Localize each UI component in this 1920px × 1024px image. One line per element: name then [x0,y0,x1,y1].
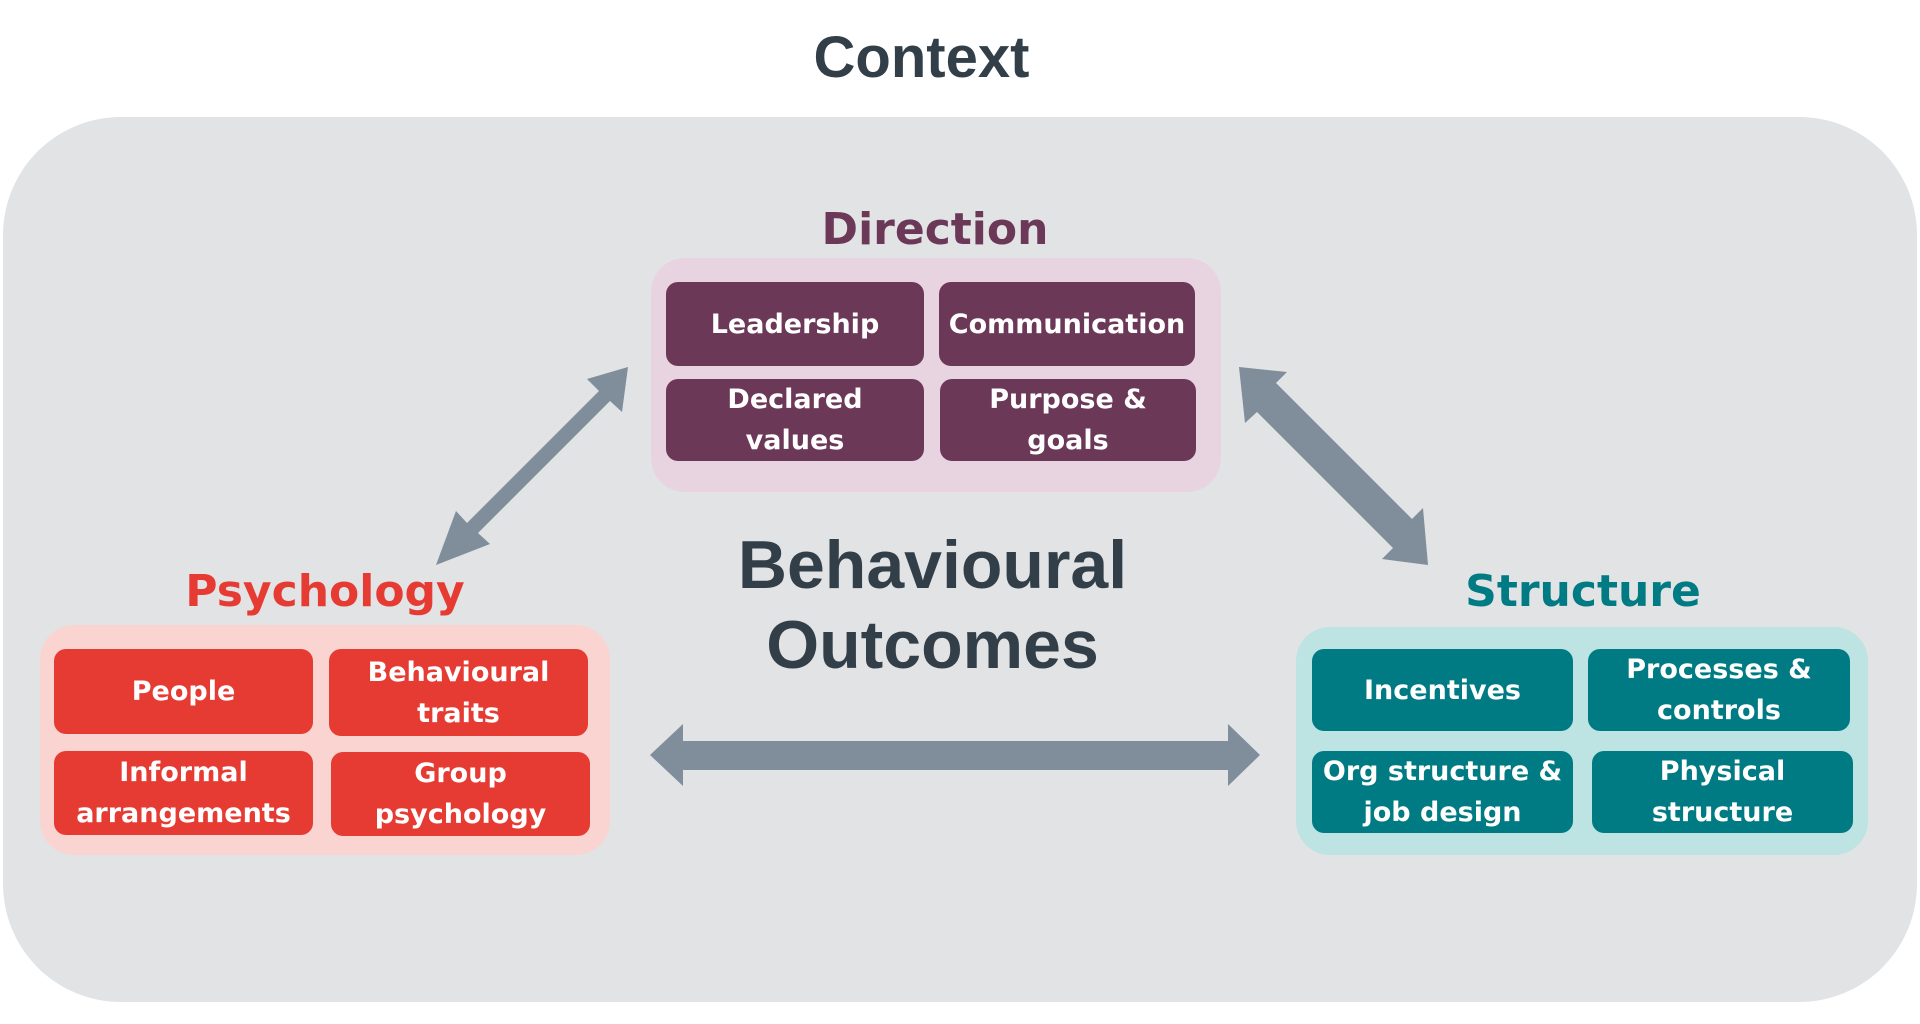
psychology-label: Psychology [185,566,465,617]
psychology-item-informal-arrangements: Informal arrangements [54,751,313,835]
outcomes-line-1: Behavioural [737,527,1128,603]
behavioural-outcomes-title: Behavioural Outcomes [680,525,1185,685]
outcomes-line-2: Outcomes [766,607,1099,683]
arrow-direction-psychology [436,367,628,565]
direction-label: Direction [821,204,1049,255]
structure-item-incentives: Incentives [1312,649,1573,731]
structure-label: Structure [1465,566,1701,617]
structure-item-physical-structure: Physical structure [1592,751,1853,833]
arrow-psychology-structure [650,724,1260,786]
arrow-direction-structure [1239,367,1428,565]
psychology-item-group-psychology: Group psychology [331,752,590,836]
psychology-item-people: People [54,649,313,734]
psychology-item-behavioural-traits: Behavioural traits [329,649,588,736]
direction-item-declared-values: Declared values [666,379,924,461]
structure-item-processes-controls: Processes & controls [1588,649,1850,731]
direction-item-leadership: Leadership [666,282,924,366]
context-title: Context [813,25,1030,90]
direction-item-purpose-goals: Purpose & goals [940,379,1196,461]
direction-item-communication: Communication [939,282,1195,366]
structure-item-org-structure-job-design: Org structure & job design [1312,751,1573,833]
